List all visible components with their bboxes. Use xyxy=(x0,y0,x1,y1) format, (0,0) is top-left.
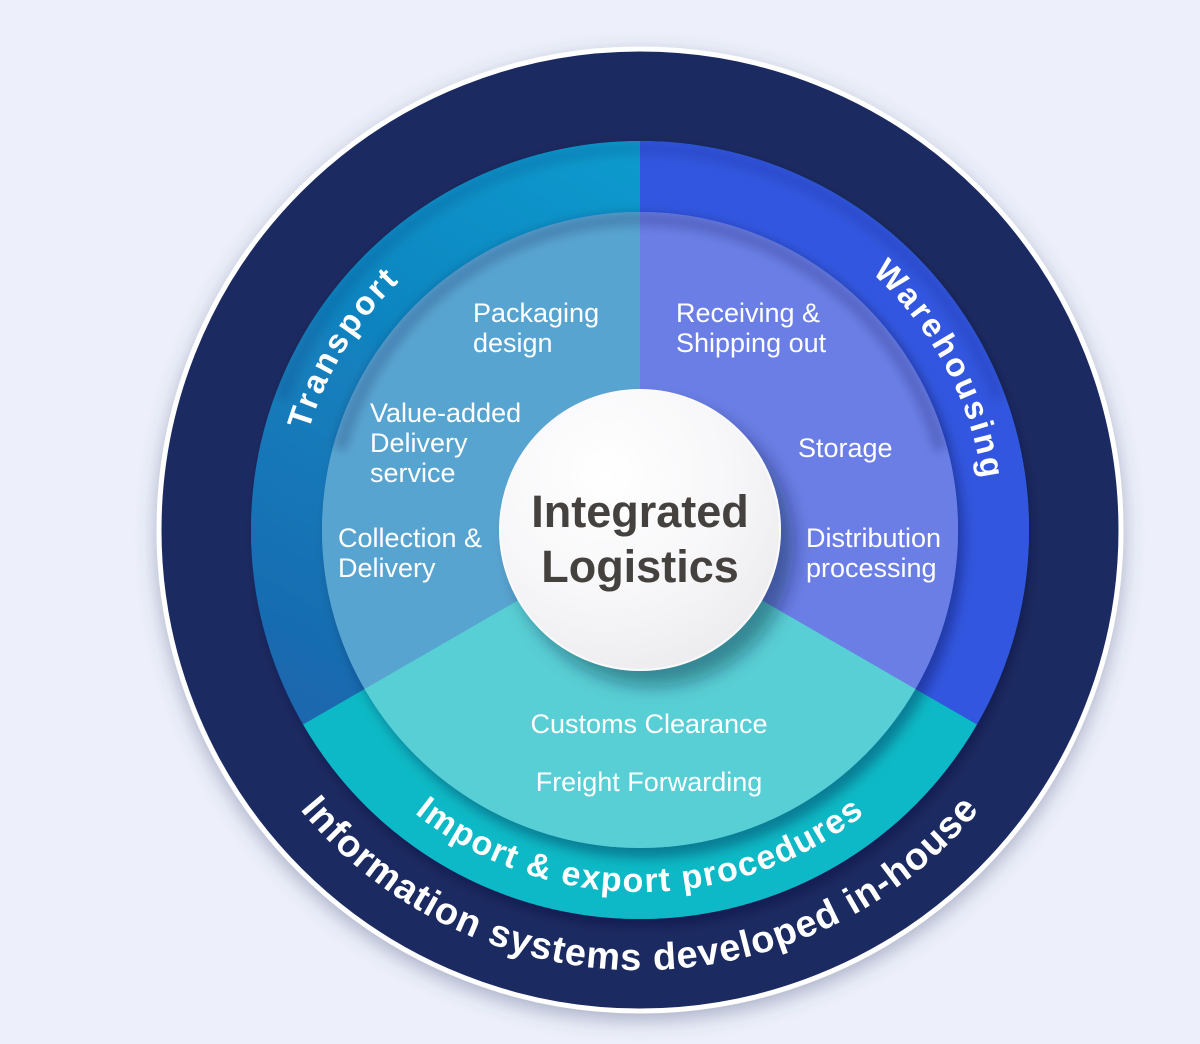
center-title-line1: Integrated xyxy=(531,486,749,537)
import-item-customs: Customs Clearance xyxy=(530,709,767,739)
transport-item-packaging-line2: design xyxy=(473,328,553,358)
transport-item-collection-line1: Collection & xyxy=(338,523,482,553)
warehousing-item-distribution-line2: processing xyxy=(806,553,937,583)
middle-ring-top-shadow xyxy=(275,141,1005,402)
warehousing-item-receiving-line1: Receiving & xyxy=(676,298,820,328)
transport-item-value-added-line3: service xyxy=(370,458,456,488)
warehousing-item-storage: Storage xyxy=(798,433,893,463)
center-circle-group xyxy=(499,389,781,671)
import-item-freight: Freight Forwarding xyxy=(536,767,763,797)
transport-item-value-added-line1: Value-added xyxy=(370,398,521,428)
transport-item-value-added-line2: Delivery xyxy=(370,428,468,458)
import-inner-sector xyxy=(364,530,916,849)
warehousing-item-distribution-line1: Distribution xyxy=(806,523,941,553)
warehousing-item-receiving-line2: Shipping out xyxy=(676,328,827,358)
transport-item-collection-line2: Delivery xyxy=(338,553,436,583)
transport-item-packaging-line1: Packaging xyxy=(473,298,599,328)
center-circle xyxy=(499,389,781,671)
center-title-line2: Logistics xyxy=(541,541,739,592)
inner-pie-top-shadow xyxy=(333,212,947,452)
